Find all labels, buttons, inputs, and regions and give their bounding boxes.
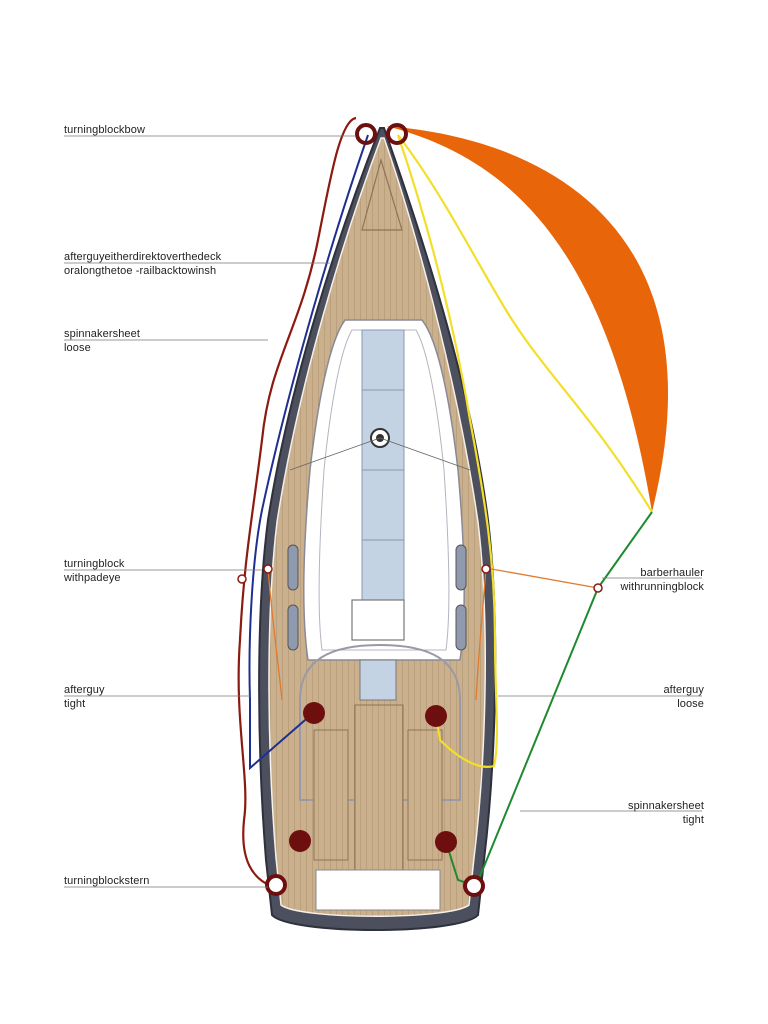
label-spinnaker-sheet-loose: spinnakersheet loose (64, 328, 141, 354)
afterguy-tight-line (248, 134, 369, 771)
turning-block-bow-port (355, 123, 377, 145)
turning-block-stern-port (265, 874, 287, 896)
label-afterguy-route: afterguyeitherdirektoverthedeck oralongt… (64, 251, 222, 277)
padeye-line (267, 567, 283, 701)
barberhauler-line (475, 567, 599, 701)
sheet-to-clew-line (397, 134, 653, 513)
label-turning-block-bow: turningblockbow (64, 124, 145, 136)
leader-lines (64, 135, 702, 888)
turning-block-padeye-outer (237, 574, 247, 584)
spinnaker-sail (386, 126, 669, 512)
turning-block-stern-starboard (463, 875, 485, 897)
spinnaker-sheet-tight-line (445, 511, 653, 888)
label-barberhauler: barberhauler withrunningblock (620, 567, 704, 593)
afterguy-loose-line (396, 134, 499, 768)
cabin-and-cockpit (287, 319, 471, 911)
label-turning-block-stern: turningblockstern (64, 875, 150, 887)
barberhauler-block (481, 564, 491, 574)
label-afterguy-tight: afterguy tight (64, 684, 105, 710)
rigging-lines (237, 116, 653, 890)
label-turning-block-padeye: turningblock withpadeye (64, 558, 125, 584)
turning-block-padeye (263, 564, 273, 574)
winch-starboard-aft (435, 831, 457, 853)
winch-port-fwd (303, 702, 325, 724)
turning-block-bow-starboard (386, 123, 408, 145)
hardware (237, 123, 603, 897)
barberhauler-running-block (593, 583, 603, 593)
label-spinnaker-sheet-tight: spinnakersheet tight (627, 800, 704, 826)
winch-starboard-fwd (425, 705, 447, 727)
spinnaker-sheet-loose-line (237, 116, 357, 890)
winch-port-aft (289, 830, 311, 852)
label-afterguy-loose: afterguy loose (663, 684, 704, 710)
deck-hatch (361, 329, 405, 601)
